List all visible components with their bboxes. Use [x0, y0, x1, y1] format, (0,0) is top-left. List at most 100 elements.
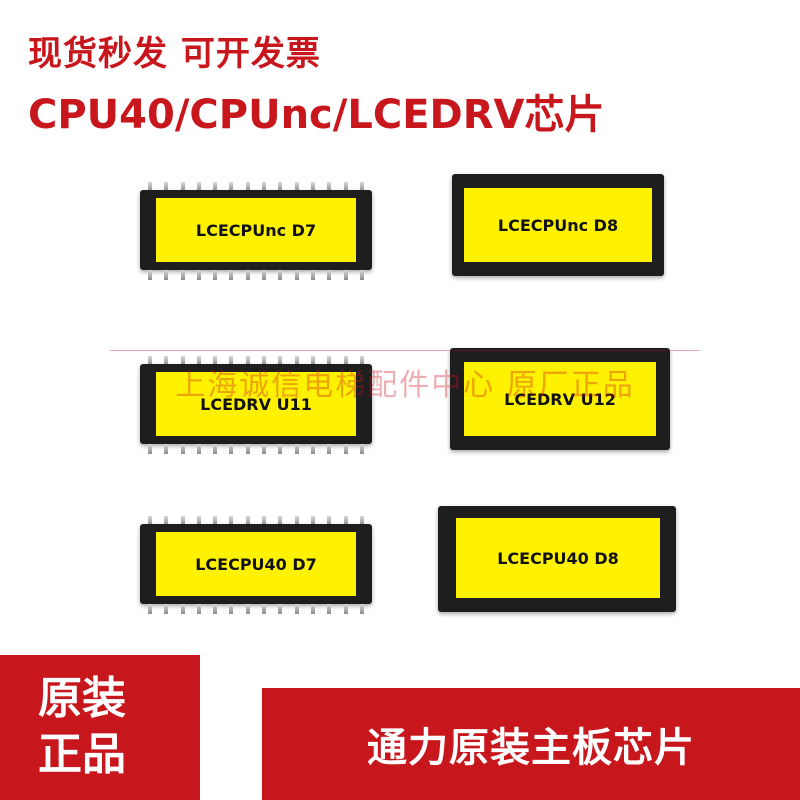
headline-chip-models: CPU40/CPUnc/LCEDRV芯片	[28, 92, 605, 138]
chip-pin	[343, 356, 348, 366]
chip-pin	[196, 516, 201, 526]
chip-pin	[164, 356, 169, 366]
chip-pin	[164, 604, 169, 614]
chip-pins-top	[148, 516, 364, 526]
chip-pin	[278, 270, 283, 280]
footer-genuine-badge: 原装 正品	[0, 655, 200, 800]
chip-pin	[164, 444, 169, 454]
chip-pin	[245, 270, 250, 280]
chip-pin	[180, 516, 185, 526]
chip-pin	[229, 270, 234, 280]
chip-pin	[327, 444, 332, 454]
chip-pin	[359, 444, 364, 454]
chip-pin	[148, 516, 152, 526]
chip-pin	[245, 182, 250, 192]
chip-pin	[196, 604, 201, 614]
chip-lcedrv-u12: LCEDRV U12	[450, 348, 670, 450]
chip-pin	[180, 356, 185, 366]
chip-pin	[310, 604, 315, 614]
chip-lcecpunc-d7: LCECPUnc D7	[140, 182, 372, 282]
chip-pin	[229, 444, 234, 454]
chip-pin	[310, 356, 315, 366]
chip-pin	[294, 356, 299, 366]
chip-pin	[229, 516, 234, 526]
chip-pin	[294, 270, 299, 280]
watermark-line	[110, 350, 700, 351]
chip-pin	[213, 356, 218, 366]
chip-pin	[148, 270, 152, 280]
chip-pin	[343, 444, 348, 454]
chip-pin	[262, 356, 267, 366]
chip-pin	[310, 444, 315, 454]
chip-pin	[245, 516, 250, 526]
chip-pin	[310, 270, 315, 280]
chip-pin	[294, 516, 299, 526]
chip-pin	[278, 356, 283, 366]
footer-badge-line2: 正品	[38, 729, 126, 780]
chip-pin	[180, 182, 185, 192]
chip-lcedrv-u11: LCEDRV U11	[140, 356, 372, 456]
chip-pin	[229, 182, 234, 192]
chip-pins-top	[148, 182, 364, 192]
chip-pin	[213, 604, 218, 614]
chip-pin	[148, 356, 152, 366]
chip-pin	[359, 270, 364, 280]
chip-lcecpu40-d7: LCECPU40 D7	[140, 516, 372, 616]
chip-pin	[359, 356, 364, 366]
chip-pin	[148, 444, 152, 454]
chip-pin	[148, 182, 152, 192]
chip-pin	[278, 604, 283, 614]
watermark-text: 上海诚信电梯配件中心 原厂正品	[175, 368, 635, 403]
chip-pin	[164, 182, 169, 192]
chip-pin	[213, 444, 218, 454]
chip-pin	[359, 516, 364, 526]
chip-pins-bottom	[148, 270, 364, 280]
chip-pin	[164, 270, 169, 280]
chip-pin	[245, 604, 250, 614]
chip-pin	[262, 516, 267, 526]
chip-pin	[148, 604, 152, 614]
headline-stock-invoice: 现货秒发 可开发票	[28, 34, 321, 74]
chip-pin	[278, 182, 283, 192]
chip-pin	[213, 182, 218, 192]
chip-pin	[310, 182, 315, 192]
chip-pin	[294, 444, 299, 454]
chip-pin	[229, 356, 234, 366]
chip-label: LCECPUnc D7	[156, 198, 356, 262]
chip-pins-bottom	[148, 604, 364, 614]
chip-pin	[245, 356, 250, 366]
chip-pin	[343, 182, 348, 192]
chip-pin	[262, 444, 267, 454]
chip-pin	[262, 182, 267, 192]
chip-pin	[164, 516, 169, 526]
chip-lcecpunc-d8: LCECPUnc D8	[452, 174, 664, 276]
chip-pin	[278, 516, 283, 526]
chip-pin	[359, 604, 364, 614]
chip-pin	[343, 604, 348, 614]
chip-pins-bottom	[148, 444, 364, 454]
chip-pin	[262, 604, 267, 614]
chip-pin	[196, 356, 201, 366]
chip-pin	[327, 516, 332, 526]
chip-pin	[245, 444, 250, 454]
chip-pin	[343, 516, 348, 526]
chip-pin	[359, 182, 364, 192]
chip-pin	[196, 182, 201, 192]
chip-lcecpu40-d8: LCECPU40 D8	[438, 506, 676, 612]
chip-label: LCEDRV U12	[464, 362, 656, 436]
chip-pin	[327, 604, 332, 614]
chip-pin	[180, 604, 185, 614]
chip-pins-top	[148, 356, 364, 366]
chip-pin	[262, 270, 267, 280]
chip-label: LCECPU40 D7	[156, 532, 356, 596]
chip-pin	[278, 444, 283, 454]
chip-pin	[343, 270, 348, 280]
chip-label: LCEDRV U11	[156, 372, 356, 436]
chip-pin	[213, 516, 218, 526]
chip-pin	[229, 604, 234, 614]
footer-badge-line1: 原装	[38, 673, 126, 724]
chip-pin	[310, 516, 315, 526]
chip-pin	[294, 604, 299, 614]
chip-pin	[196, 270, 201, 280]
chip-pin	[294, 182, 299, 192]
